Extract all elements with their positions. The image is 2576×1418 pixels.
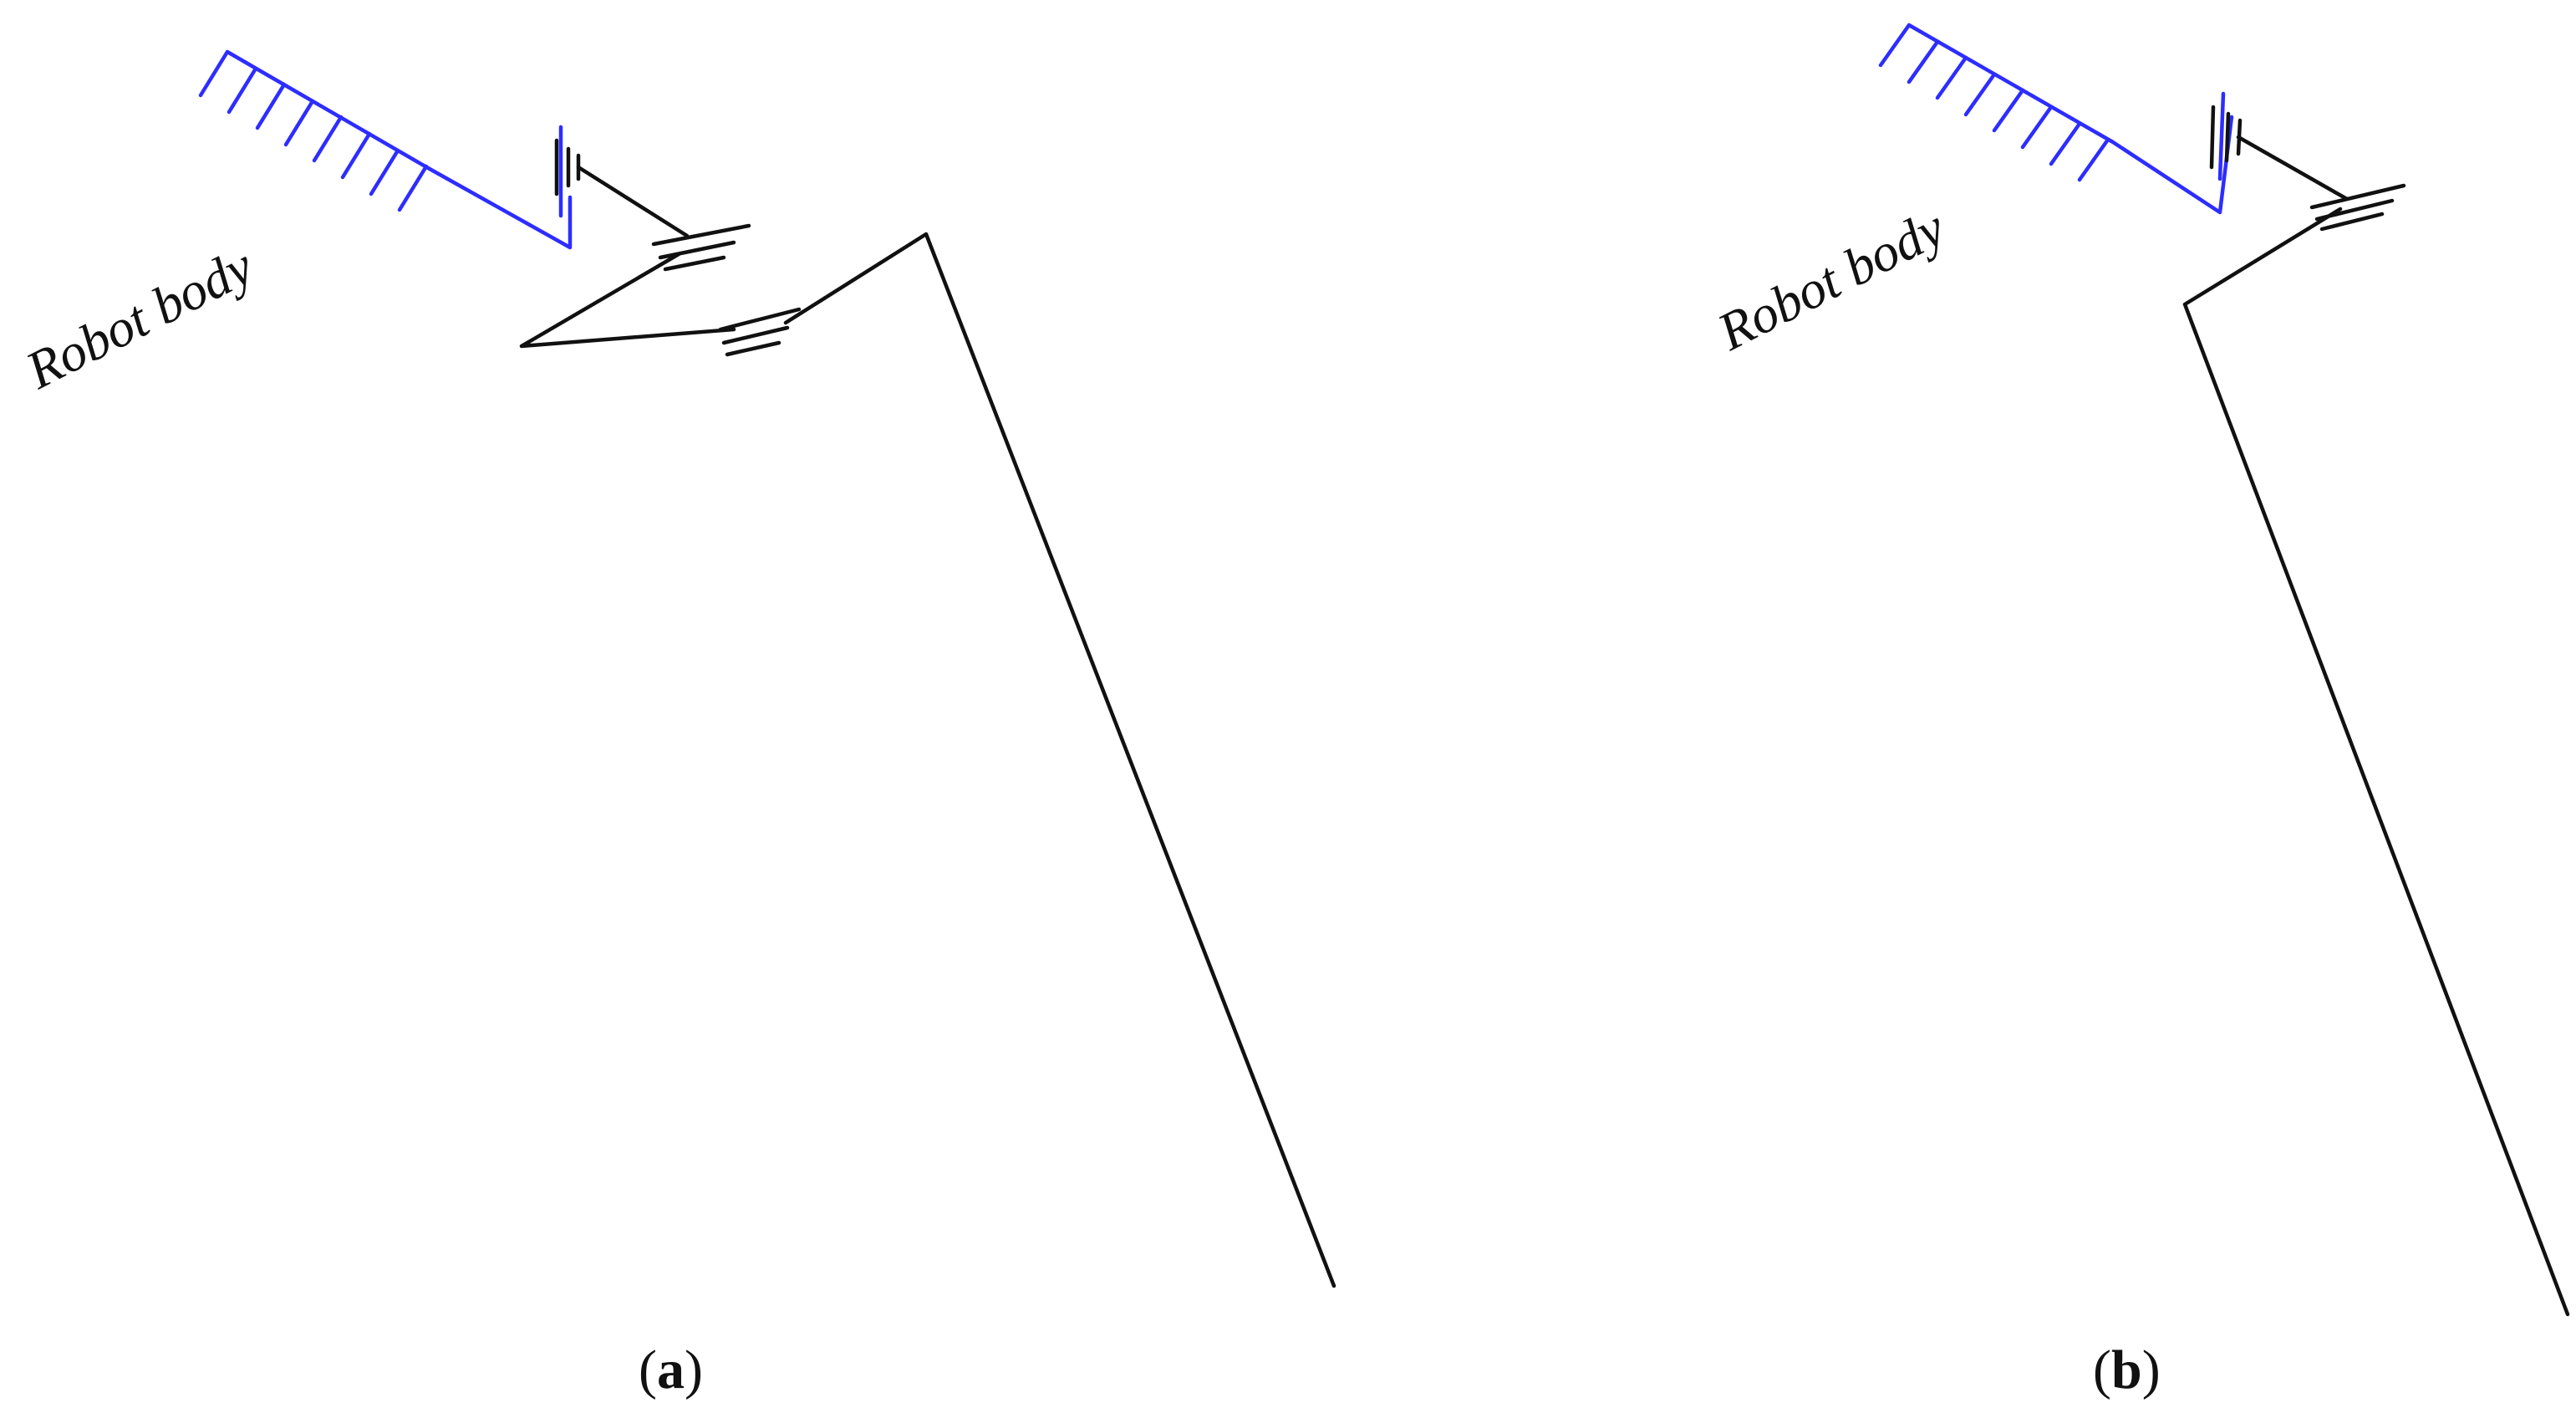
- panel-b-caption: (b): [2093, 1339, 2161, 1400]
- panel-b-ground-hatching: [1878, 23, 2110, 182]
- panel-a-robot-body-ground: [198, 49, 573, 250]
- panel-b-ground-joint-bar: [2217, 91, 2226, 181]
- panel-a-link-3: [783, 232, 1336, 1288]
- panel-b-joint-1: [2209, 105, 2243, 170]
- panel-b-link-1: [2236, 135, 2349, 201]
- panel-b-joint-2: [2309, 183, 2406, 232]
- panel-a-joint-2: [651, 223, 751, 272]
- panel-a: Robot body (a): [16, 49, 1336, 1400]
- panel-b-robot-body-ground: [1878, 23, 2234, 215]
- panel-a-ground-hatching: [198, 49, 429, 212]
- panel-b: Robot body (b): [1708, 23, 2570, 1400]
- panel-a-caption: (a): [639, 1339, 703, 1400]
- panel-b-robot-body-label: Robot body: [1708, 197, 1954, 362]
- panel-a-joint-3: [718, 307, 802, 357]
- panel-a-robot-body-label: Robot body: [16, 236, 262, 400]
- panel-a-link-2: [519, 252, 736, 349]
- panel-a-link-1: [576, 165, 690, 238]
- panel-b-leg: [2182, 207, 2570, 1317]
